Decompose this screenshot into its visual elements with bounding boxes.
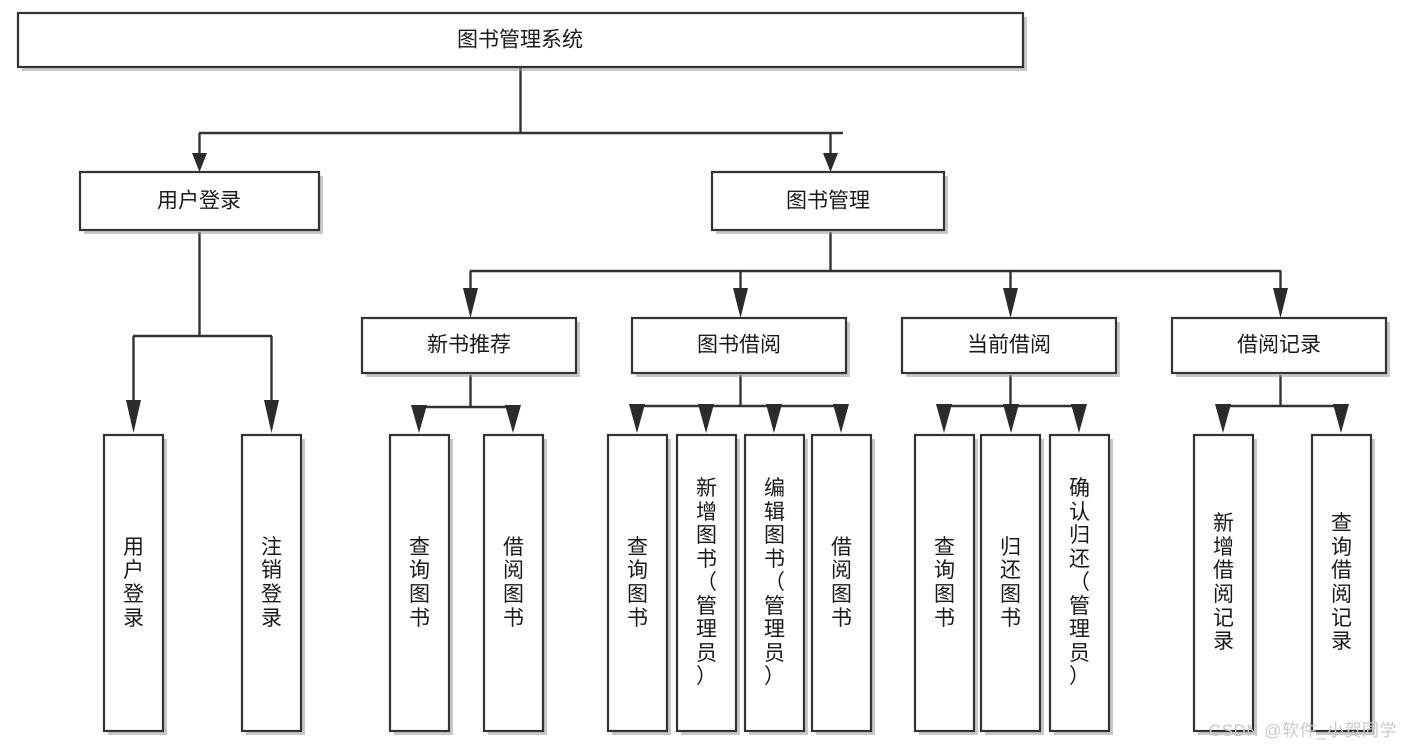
label-user-login: 用户登录 <box>157 190 241 213</box>
arrow-head-leaf-borrow-book-1 <box>505 405 521 433</box>
node-leaf-borrow-book-2[interactable] <box>810 433 873 733</box>
node-book-borrow[interactable] <box>630 316 848 375</box>
arrow-head-leaf-query-book-3 <box>936 404 952 433</box>
arrow-head-current-borrow <box>1003 288 1018 318</box>
node-new-book-recommend[interactable] <box>360 316 578 375</box>
arrow-head-book-borrow <box>733 288 748 318</box>
node-leaf-edit-book[interactable] <box>743 433 806 733</box>
node-leaf-return-book[interactable] <box>979 433 1042 733</box>
arrow-head-leaf-confirm-return <box>1071 404 1087 433</box>
node-leaf-add-record[interactable] <box>1192 433 1255 733</box>
label-book-borrow: 图书借阅 <box>697 334 781 357</box>
nodes-layer <box>16 11 1390 735</box>
arrow-head-leaf-logout <box>264 400 279 433</box>
node-leaf-user-login[interactable] <box>102 433 165 733</box>
arrow-head-leaf-edit-book <box>766 404 782 433</box>
node-leaf-logout[interactable] <box>240 433 303 733</box>
node-leaf-add-book[interactable] <box>675 433 738 733</box>
node-user-login[interactable] <box>78 170 321 232</box>
node-leaf-query-book-2[interactable] <box>606 433 669 733</box>
node-leaf-query-book-3[interactable] <box>913 433 976 733</box>
arrow-head-leaf-add-record <box>1215 404 1231 433</box>
arrow-head-leaf-query-record <box>1333 404 1349 433</box>
arrow-head-leaf-query-book-2 <box>629 404 645 433</box>
watermark-text: CSDN @软件_小贺同学 <box>1208 721 1397 740</box>
arrow-head-user-login <box>192 153 207 172</box>
label-current-borrow: 当前借阅 <box>967 334 1051 357</box>
node-current-borrow[interactable] <box>900 316 1118 375</box>
node-leaf-query-record[interactable] <box>1310 433 1373 733</box>
label-new-book-recommend: 新书推荐 <box>427 334 511 357</box>
arrow-head-leaf-user-login <box>126 400 141 433</box>
node-root[interactable] <box>16 11 1025 69</box>
label-root: 图书管理系统 <box>457 29 583 52</box>
arrow-head-leaf-query-book-1 <box>411 405 427 433</box>
horizontal-labels-layer: 图书管理系统 用户登录 图书管理 新书推荐 图书借阅 当前借阅 借阅记录 <box>157 29 1321 357</box>
arrow-head-leaf-add-book <box>698 404 714 433</box>
arrow-head-book-manage <box>823 153 838 172</box>
node-leaf-confirm-return[interactable] <box>1048 433 1111 733</box>
label-borrow-record: 借阅记录 <box>1237 334 1321 357</box>
connectors-layer <box>126 67 1349 433</box>
arrow-head-borrow-record <box>1273 288 1288 318</box>
label-book-manage: 图书管理 <box>786 190 870 213</box>
node-leaf-borrow-book-1[interactable] <box>482 433 545 733</box>
node-leaf-query-book-1[interactable] <box>388 433 451 733</box>
node-book-manage[interactable] <box>710 170 946 232</box>
node-borrow-record[interactable] <box>1170 316 1388 375</box>
arrow-head-leaf-return-book <box>1003 404 1019 433</box>
arrow-head-new-book-recommend <box>463 288 478 318</box>
arrow-head-leaf-borrow-book-2 <box>833 404 849 433</box>
